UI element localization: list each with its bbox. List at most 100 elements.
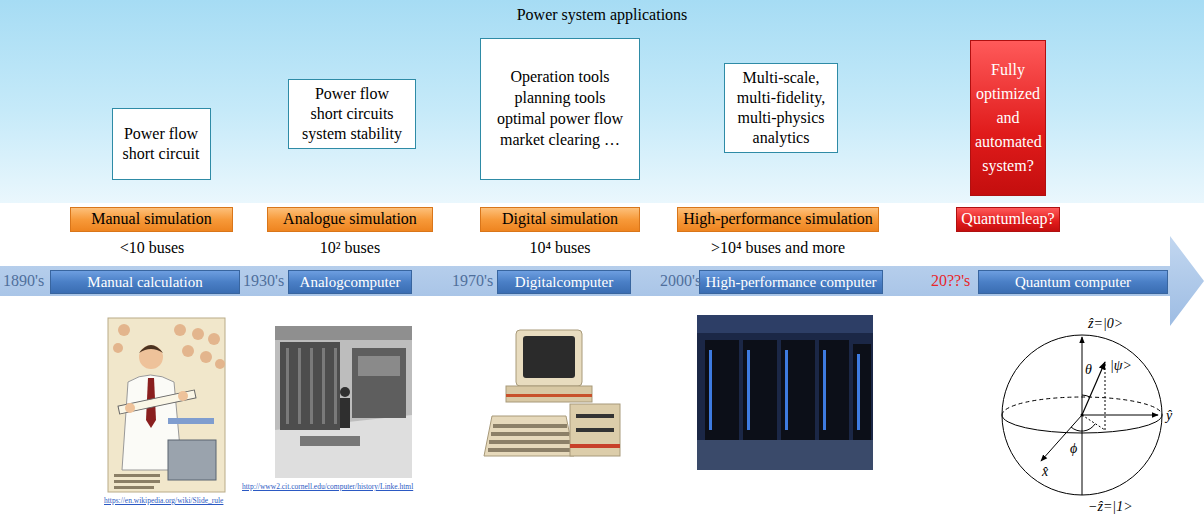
state-vector xyxy=(1082,362,1105,415)
monitor-screen xyxy=(523,336,575,378)
small-head xyxy=(208,333,220,345)
box-label: Manual simulation xyxy=(91,210,211,228)
cabinet-panel xyxy=(298,348,301,424)
bloch-label: −ẑ=|1> xyxy=(1088,499,1133,514)
cabinet-panel xyxy=(286,348,289,424)
small-head xyxy=(200,351,212,363)
hpc-rack xyxy=(853,344,871,440)
rack-light xyxy=(857,354,860,430)
desk xyxy=(300,436,360,446)
ad-machine xyxy=(168,440,216,480)
man-hair xyxy=(139,345,163,353)
monitor xyxy=(516,330,582,386)
bloch-label: x̂ xyxy=(1042,464,1048,479)
analog-cabinet xyxy=(352,348,406,418)
bus-count: <10 buses xyxy=(120,239,185,257)
bus-count: 10² buses xyxy=(320,239,380,257)
small-head xyxy=(113,343,123,353)
bloch-label: |ψ> xyxy=(1110,358,1132,373)
future-application-box: Fully optimized and automated system? xyxy=(970,40,1046,196)
computer-era-box: Digitalcomputer xyxy=(497,270,631,294)
key-row xyxy=(493,424,567,428)
keyboard xyxy=(484,416,574,456)
analog-cabinet xyxy=(280,342,340,430)
small-head xyxy=(174,324,186,336)
box-label: Analogue simulation xyxy=(283,210,417,228)
year-label: 2000's xyxy=(660,272,701,290)
key-row xyxy=(488,448,572,452)
image-source-link: https://en.wikipedia.org/wiki/Slide_rule xyxy=(104,496,223,505)
box-label: Quantum computer xyxy=(1015,273,1131,291)
simulation-era-box: Manual simulation xyxy=(70,207,233,232)
disk-drive xyxy=(570,404,620,456)
projection-line xyxy=(1105,364,1106,430)
computer-base xyxy=(506,386,592,402)
computer-era-box: High-performance computer xyxy=(699,270,883,294)
ad-headline xyxy=(168,418,214,424)
box-label: Analogcomputer xyxy=(300,273,401,291)
ad-text-line xyxy=(114,486,154,489)
box-label: Manual calculation xyxy=(87,273,202,291)
bloch-label: ϕ xyxy=(1070,441,1077,456)
cabinet-panel xyxy=(310,348,313,424)
hpc-floor xyxy=(697,440,873,470)
y-axis xyxy=(1082,415,1158,416)
hpc-rack xyxy=(743,340,777,440)
bloch-label: θ xyxy=(1085,362,1092,377)
box-label: Digitalcomputer xyxy=(515,273,613,291)
ad-background xyxy=(108,318,225,492)
application-box: Multi-scale, multi-fidelity, multi-physi… xyxy=(724,63,838,153)
ad-text-line xyxy=(114,480,160,483)
z-axis xyxy=(1082,337,1083,495)
computer-era-box: Quantum computer xyxy=(978,270,1168,294)
cabinet-panel xyxy=(334,348,337,424)
phi-arc xyxy=(1071,424,1095,431)
applications-band: Power flow short circuit Power flow short… xyxy=(0,0,1204,203)
box-label: Power flow short circuits system stabili… xyxy=(300,84,405,144)
small-head xyxy=(182,345,194,357)
box-label: Quantumleap? xyxy=(961,210,1054,228)
application-box: Power flow short circuits system stabili… xyxy=(288,79,416,149)
ad-text-line xyxy=(114,474,160,477)
hpc-rack xyxy=(819,340,849,440)
future-era-box: Quantumleap? xyxy=(956,207,1060,232)
box-label: Fully optimized and automated system? xyxy=(975,58,1041,178)
simulation-era-box: Analogue simulation xyxy=(267,207,433,232)
application-box: Power flow short circuit xyxy=(112,108,211,180)
box-label: Operation tools planning tools optimal p… xyxy=(494,67,626,150)
x-axis xyxy=(1041,415,1082,461)
rack-light xyxy=(785,350,788,430)
hpc-background xyxy=(697,315,873,470)
year-label: 20??'s xyxy=(931,272,970,290)
key-row xyxy=(489,440,571,444)
photo-background xyxy=(275,326,412,478)
operator-body xyxy=(340,398,350,428)
box-label: Digital simulation xyxy=(502,210,618,228)
cabinet-panel xyxy=(322,348,325,424)
year-label: 1890's xyxy=(3,272,44,290)
small-head xyxy=(118,324,130,336)
drive-slot xyxy=(576,414,614,418)
slide-rule xyxy=(118,390,196,414)
application-box: Operation tools planning tools optimal p… xyxy=(480,38,640,180)
simulation-era-box: Digital simulation xyxy=(480,207,640,232)
bus-count: >10⁴ buses and more xyxy=(711,239,845,257)
rack-light xyxy=(709,350,712,430)
bus-count: 10⁴ buses xyxy=(529,239,590,257)
rack-light xyxy=(823,350,826,430)
hpc-rack xyxy=(781,340,815,440)
hpc-rack xyxy=(705,340,739,440)
box-label: Power flow short circuit xyxy=(119,124,204,164)
photo-ceiling xyxy=(275,326,412,340)
box-label: High-performance simulation xyxy=(683,210,873,228)
small-head xyxy=(215,359,225,369)
operator-head xyxy=(340,387,350,397)
rack-light xyxy=(747,350,750,430)
timeline-arrow-body xyxy=(0,236,1204,326)
sphere-center xyxy=(1081,414,1084,417)
simulation-era-box: High-performance simulation xyxy=(677,207,879,232)
theta-arc xyxy=(1082,395,1090,397)
box-label: High-performance computer xyxy=(705,273,876,291)
year-label: 1970's xyxy=(452,272,493,290)
